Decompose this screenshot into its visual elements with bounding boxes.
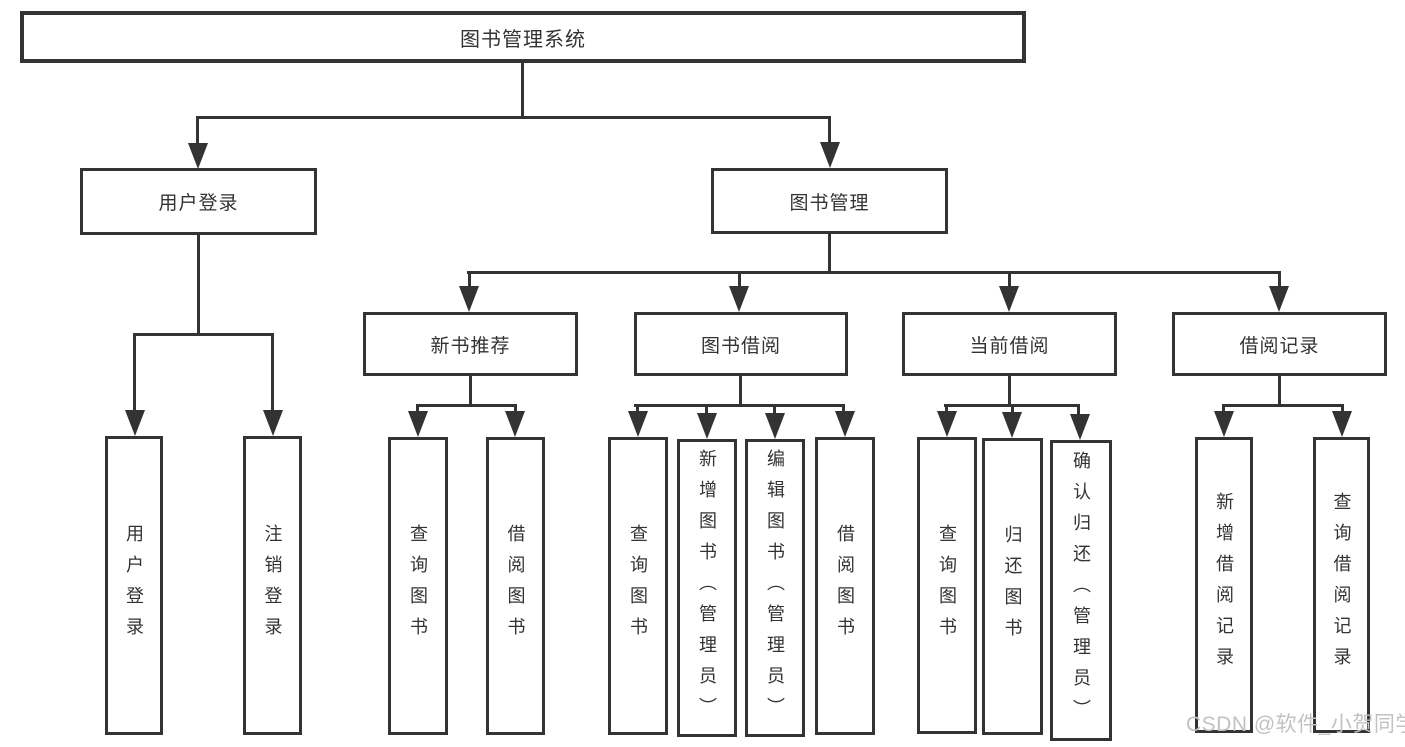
node-label: 借阅记录 <box>1239 335 1320 357</box>
arrowhead-down-icon <box>505 411 525 437</box>
connector <box>416 404 419 414</box>
connector <box>469 376 472 407</box>
node-label: 图书借阅 <box>700 335 781 357</box>
connector <box>1008 376 1011 407</box>
node-label: 用户登录 <box>124 523 144 648</box>
node-user-login-action: 用户登录 <box>105 436 163 735</box>
arrowhead-down-icon <box>125 410 145 436</box>
arrowhead-down-icon <box>263 410 283 436</box>
arrowhead-down-icon <box>1002 412 1022 438</box>
node-borrow-books-recommend: 借阅图书 <box>486 437 545 735</box>
node-label: 图书管理系统 <box>460 28 586 51</box>
connector <box>133 333 274 336</box>
connector <box>514 404 517 414</box>
connector <box>842 404 845 414</box>
connector <box>1222 404 1225 414</box>
connector <box>828 234 831 274</box>
arrowhead-down-icon <box>937 411 957 437</box>
node-query-borrow-record: 查询借阅记录 <box>1313 437 1370 733</box>
connector <box>1222 404 1344 407</box>
node-label: 图书管理 <box>789 192 870 214</box>
connector <box>1278 376 1281 407</box>
connector <box>521 63 524 119</box>
node-logout: 注销登录 <box>243 436 302 735</box>
connector <box>636 404 639 414</box>
node-new-book-recommendation: 新书推荐 <box>363 312 578 376</box>
node-borrowing-records: 借阅记录 <box>1172 312 1387 376</box>
node-label: 归还图书 <box>1002 524 1023 649</box>
connector <box>1008 271 1011 287</box>
node-return-books: 归还图书 <box>982 438 1043 735</box>
arrowhead-down-icon <box>408 411 428 437</box>
node-label: 新增图书（管理员） <box>697 448 717 728</box>
connector <box>945 404 948 414</box>
arrowhead-down-icon <box>1269 286 1289 312</box>
connector <box>467 271 1280 274</box>
connector <box>739 376 742 407</box>
arrowhead-down-icon <box>820 142 840 168</box>
connector <box>133 333 136 413</box>
connector <box>1278 271 1281 287</box>
node-label: 编辑图书（管理员） <box>765 448 785 728</box>
node-user-login: 用户登录 <box>80 168 317 235</box>
node-current-borrowing: 当前借阅 <box>902 312 1117 376</box>
connector <box>271 333 274 413</box>
node-label: 确认归还（管理员） <box>1071 451 1091 730</box>
connector <box>196 116 831 119</box>
node-label: 查询图书 <box>937 523 957 648</box>
connector <box>705 404 708 415</box>
arrowhead-down-icon <box>188 143 208 169</box>
connector <box>1077 404 1080 417</box>
connector <box>197 235 200 336</box>
arrowhead-down-icon <box>628 411 648 437</box>
node-label: 查询借阅记录 <box>1331 492 1352 678</box>
node-query-books-recommend: 查询图书 <box>388 437 448 735</box>
node-label: 借阅图书 <box>835 524 855 648</box>
arrowhead-down-icon <box>1332 411 1352 437</box>
arrowhead-down-icon <box>1070 414 1090 440</box>
node-label: 查询图书 <box>628 524 648 648</box>
node-book-borrowing: 图书借阅 <box>634 312 848 376</box>
connector <box>828 116 831 146</box>
node-label: 当前借阅 <box>969 335 1050 357</box>
node-edit-books-admin: 编辑图书（管理员） <box>745 439 805 737</box>
connector <box>196 116 199 146</box>
node-confirm-return-admin: 确认归还（管理员） <box>1050 440 1112 741</box>
node-query-books-borrowing: 查询图书 <box>608 437 668 735</box>
arrowhead-down-icon <box>999 286 1019 312</box>
node-library-management-system: 图书管理系统 <box>20 11 1026 63</box>
node-book-management: 图书管理 <box>711 168 948 234</box>
connector <box>634 404 845 407</box>
arrowhead-down-icon <box>1214 411 1234 437</box>
node-label: 注销登录 <box>262 523 283 648</box>
node-label: 新增借阅记录 <box>1214 492 1234 678</box>
arrowhead-down-icon <box>697 413 717 439</box>
arrowhead-down-icon <box>729 286 749 312</box>
connector <box>738 271 741 287</box>
connector <box>1341 404 1344 414</box>
arrowhead-down-icon <box>765 413 785 439</box>
node-label: 借阅图书 <box>505 524 526 648</box>
node-borrow-books: 借阅图书 <box>815 437 875 735</box>
node-label: 新书推荐 <box>430 335 511 357</box>
connector <box>773 404 776 415</box>
node-label: 查询图书 <box>408 524 428 648</box>
node-add-borrow-record: 新增借阅记录 <box>1195 437 1253 733</box>
node-add-books-admin: 新增图书（管理员） <box>677 439 737 737</box>
arrowhead-down-icon <box>459 286 479 312</box>
connector <box>1011 404 1014 415</box>
watermark: CSDN @软件_小贺同学 <box>1186 713 1405 736</box>
node-query-books-current: 查询图书 <box>917 437 977 734</box>
node-label: 用户登录 <box>158 193 239 214</box>
connector <box>416 404 517 407</box>
arrowhead-down-icon <box>835 411 855 437</box>
connector <box>468 271 471 287</box>
